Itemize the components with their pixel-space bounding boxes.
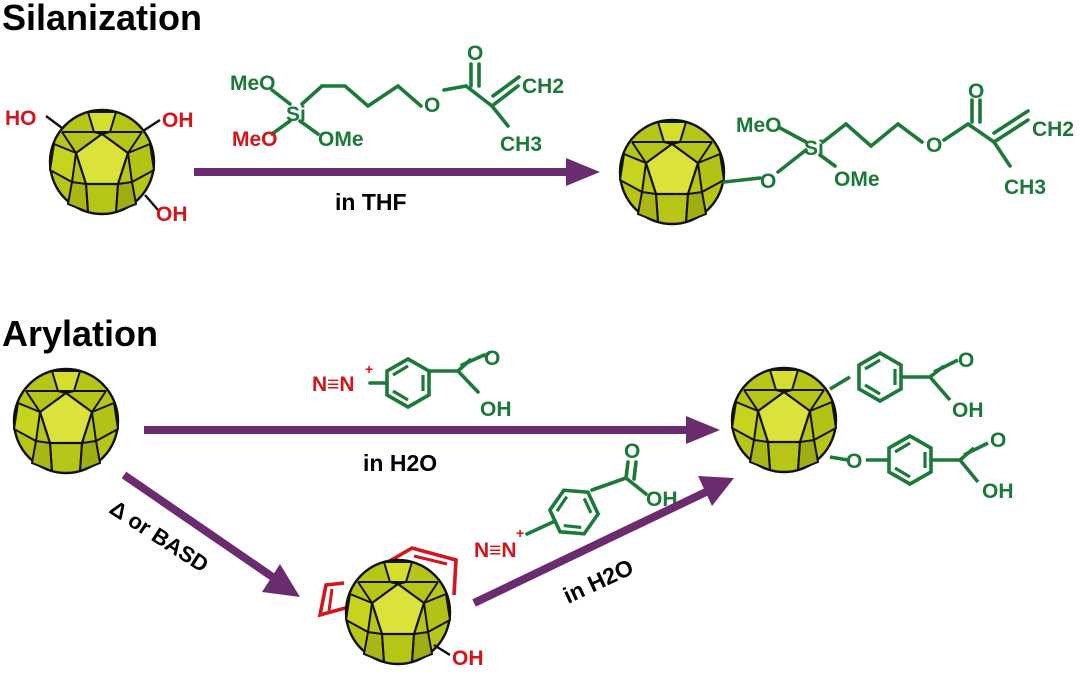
condition-arylation-diag-right: in H2O (559, 554, 637, 609)
label-charge-top: + (365, 361, 373, 377)
particle-hydroxylated (48, 108, 156, 216)
label-o-link-product: O (760, 170, 776, 193)
label-o-link-aryl: O (846, 450, 862, 473)
label-acid2-oh: OH (982, 480, 1014, 503)
label-meo-product: MeO (736, 114, 782, 137)
label-diazonium-top: N≡N (312, 373, 355, 396)
particle-pristine (12, 367, 120, 475)
label-ch2-product: CH2 (1032, 118, 1074, 141)
label-ome-reagent: OMe (318, 128, 364, 151)
label-charge-mid: + (516, 525, 524, 541)
label-ome-product: OMe (834, 168, 880, 191)
label-carbonyl-o-reagent: O (467, 42, 483, 65)
diazonium-reagent-top (368, 350, 492, 409)
label-acid1-o: O (958, 349, 974, 372)
label-oh-top-right: OH (162, 109, 194, 132)
label-carbonyl-o-top: O (484, 347, 500, 370)
label-carbonyl-o-product: O (968, 80, 984, 103)
label-ester-o-product: O (926, 134, 942, 157)
label-ester-o-reagent: O (424, 94, 440, 117)
particle-arylated (730, 366, 838, 474)
label-diazonium-mid: N≡N (474, 539, 517, 562)
arrow-arylation-down (121, 471, 300, 597)
label-meo-top: MeO (230, 72, 276, 95)
title-silanization: Silanization (2, 0, 203, 38)
label-oh-intermediate: OH (452, 647, 484, 670)
intermediate-particle (317, 546, 458, 666)
arrow-arylation-up (472, 476, 734, 607)
label-acid2-o: O (990, 429, 1006, 452)
condition-silanization: in THF (335, 189, 407, 215)
label-oh-bottom-right: OH (156, 203, 188, 226)
label-si-reagent: Si (286, 103, 306, 126)
aryl-groups-product (829, 351, 989, 486)
label-oh-top: OH (480, 398, 512, 421)
silane-reagent (270, 62, 521, 136)
condition-arylation-top: in H2O (363, 450, 437, 476)
arrow-arylation-top (144, 416, 720, 444)
diazonium-reagent-mid (525, 460, 648, 545)
label-ho-left: HO (5, 107, 37, 130)
label-carbonyl-o-mid: O (624, 440, 640, 463)
label-meo-left: MeO (232, 128, 278, 151)
label-ch3-reagent: CH3 (500, 133, 542, 156)
arrow-silanization (194, 158, 600, 186)
label-ch3-product: CH3 (1004, 176, 1046, 199)
silane-product (722, 98, 1030, 184)
label-si-product: Si (804, 137, 824, 160)
label-acid1-oh: OH (952, 399, 984, 422)
particle-silanized (618, 118, 726, 226)
label-ch2-reagent: CH2 (522, 75, 564, 98)
condition-arylation-diag-left: Δ or BASD (105, 495, 213, 577)
title-arylation: Arylation (2, 313, 159, 354)
